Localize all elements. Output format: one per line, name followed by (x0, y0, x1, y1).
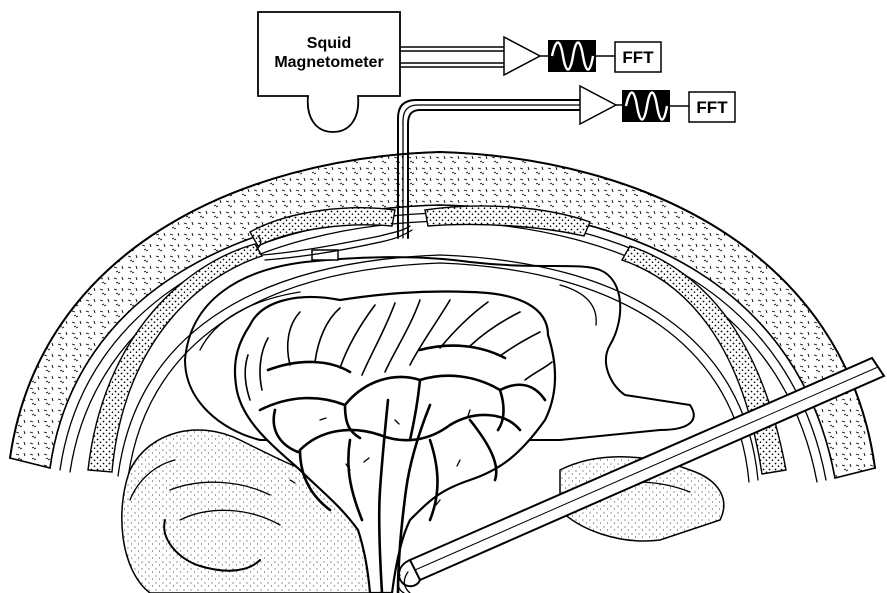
fft-label: FFT (622, 48, 654, 67)
signal-chain-top: FFT (504, 37, 661, 75)
squid-magnetometer: Squid Magnetometer (258, 12, 400, 132)
magnetometer-label-line1: Squid (307, 35, 351, 52)
signal-chain-bottom: FFT (580, 86, 735, 124)
fft-label: FFT (696, 98, 728, 117)
amplifier-icon (580, 86, 616, 124)
magnetometer-output-lines (400, 47, 504, 67)
magnetometer-label-line2: Magnetometer (274, 54, 383, 71)
amplifier-icon (504, 37, 540, 75)
